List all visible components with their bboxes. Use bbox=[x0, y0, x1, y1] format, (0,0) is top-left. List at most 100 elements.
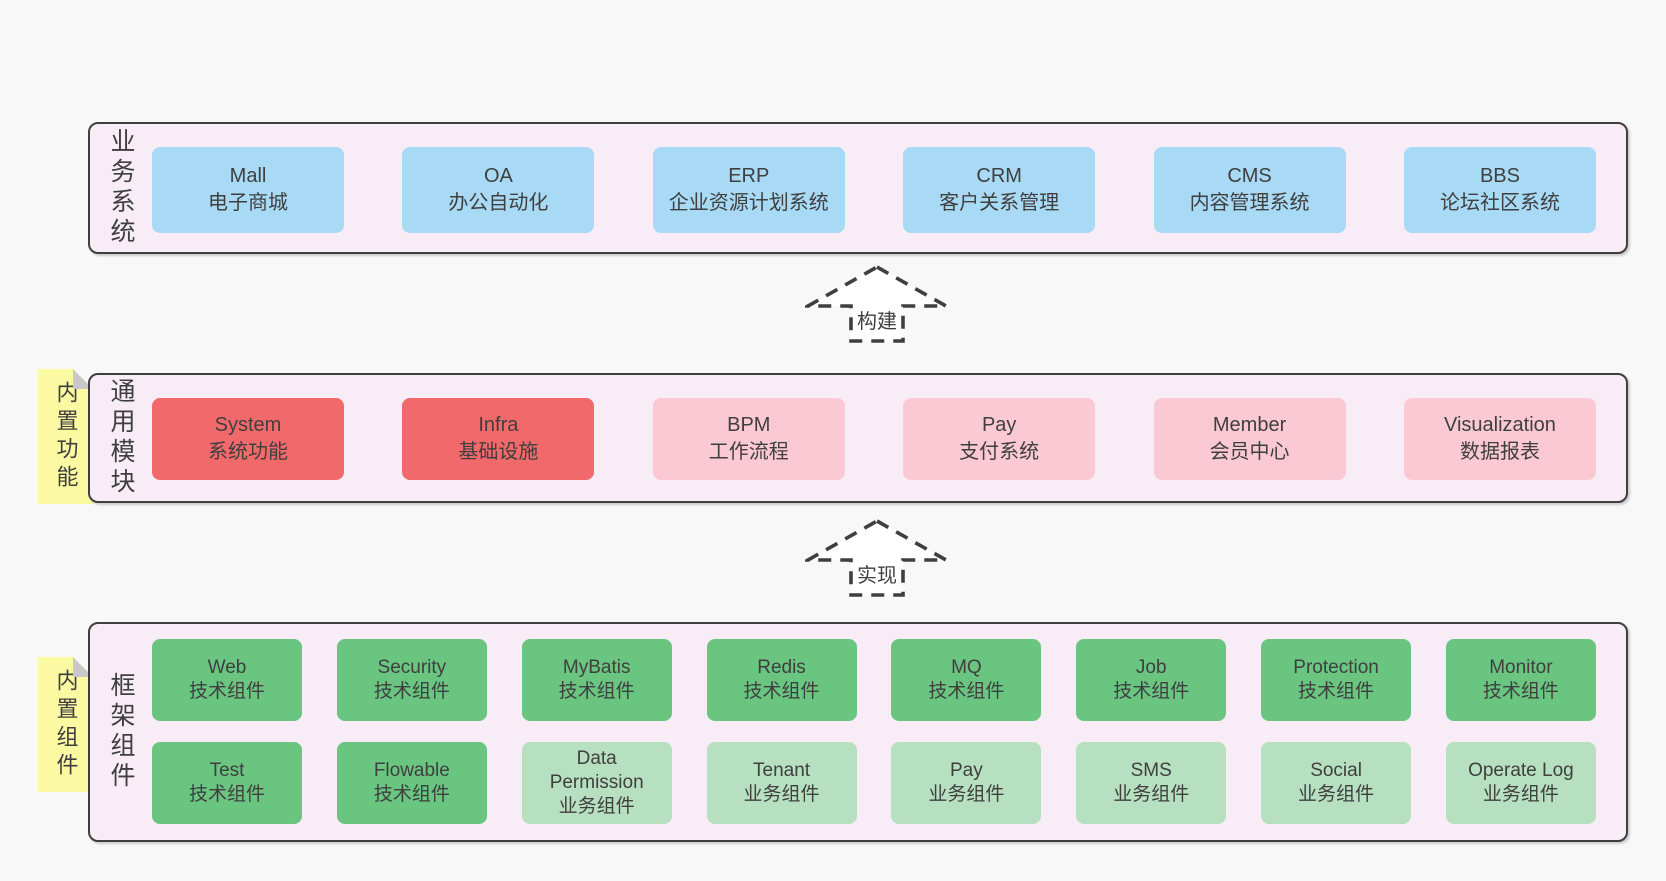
box-title: OA bbox=[483, 165, 513, 187]
box-test: Test 技术组件 bbox=[152, 742, 302, 824]
components-row-1: Web 技术组件 Security 技术组件 MyBatis 技术组件 Redi… bbox=[152, 639, 1596, 721]
box-title: Redis bbox=[757, 657, 806, 678]
box-protection: Protection 技术组件 bbox=[1261, 639, 1412, 721]
components-row-2: Test 技术组件 Flowable 技术组件 Data Permission … bbox=[152, 742, 1596, 824]
box-title: CMS bbox=[1227, 165, 1272, 187]
box-subtitle: 客户关系管理 bbox=[939, 192, 1060, 214]
box-member: Member 会员中心 bbox=[1153, 398, 1346, 480]
box-system: System 系统功能 bbox=[152, 398, 344, 480]
box-mall: Mall 电子商城 bbox=[152, 147, 344, 233]
box-title: Mall bbox=[229, 165, 267, 187]
box-flowable: Flowable 技术组件 bbox=[336, 742, 487, 824]
box-operate-log: Operate Log 业务组件 bbox=[1445, 742, 1596, 824]
box-title: Member bbox=[1212, 414, 1287, 436]
box-subtitle: 业务组件 bbox=[928, 784, 1005, 805]
box-title: Monitor bbox=[1489, 657, 1553, 678]
box-bpm: BPM 工作流程 bbox=[652, 398, 845, 480]
box-cms: CMS 内容管理系统 bbox=[1153, 147, 1346, 233]
sticky-label: 内置功能 bbox=[53, 380, 79, 493]
implement-arrow: 实现 bbox=[805, 518, 949, 598]
up-arrow-icon bbox=[805, 264, 949, 343]
build-arrow: 构建 bbox=[805, 264, 949, 344]
box-security: Security 技术组件 bbox=[336, 639, 487, 721]
box-subtitle: 技术组件 bbox=[743, 681, 820, 702]
box-title: Security bbox=[377, 657, 447, 678]
box-subtitle: 技术组件 bbox=[373, 681, 450, 702]
box-pay-component: Pay 业务组件 bbox=[891, 742, 1042, 824]
box-subtitle: 技术组件 bbox=[928, 681, 1005, 702]
box-redis: Redis 技术组件 bbox=[706, 639, 857, 721]
box-subtitle: 数据报表 bbox=[1459, 441, 1540, 463]
box-sms: SMS 业务组件 bbox=[1076, 742, 1227, 824]
panel-label: 业务系统 bbox=[107, 128, 135, 248]
box-subtitle: 系统功能 bbox=[208, 441, 288, 463]
box-subtitle: 技术组件 bbox=[558, 681, 635, 702]
box-subtitle: 技术组件 bbox=[188, 784, 265, 805]
box-title: Pay bbox=[981, 414, 1017, 436]
box-subtitle: 支付系统 bbox=[959, 441, 1040, 463]
panel-label: 通用模块 bbox=[107, 378, 135, 498]
box-mq: MQ 技术组件 bbox=[891, 639, 1042, 721]
business-box-row: Mall 电子商城 OA 办公自动化 ERP 企业资源计划系统 CRM 客户关系… bbox=[152, 147, 1596, 233]
box-title: Operate Log bbox=[1468, 760, 1574, 781]
box-title: System bbox=[214, 414, 282, 436]
box-title: MyBatis bbox=[562, 657, 631, 678]
box-subtitle: 技术组件 bbox=[1482, 681, 1559, 702]
arrow-label: 构建 bbox=[854, 305, 900, 334]
sticky-note-built-in-features: 内置功能 bbox=[38, 369, 93, 504]
box-title: Visualization bbox=[1443, 414, 1556, 436]
box-social: Social 业务组件 bbox=[1261, 742, 1412, 824]
box-subtitle: 会员中心 bbox=[1209, 441, 1290, 463]
box-title: BBS bbox=[1479, 165, 1520, 187]
box-title: Tenant bbox=[753, 760, 811, 781]
box-title: Pay bbox=[950, 760, 983, 781]
up-arrow-icon bbox=[805, 518, 949, 597]
box-subtitle: 电子商城 bbox=[208, 192, 288, 214]
box-subtitle: 业务组件 bbox=[743, 784, 820, 805]
box-title: Flowable bbox=[373, 760, 450, 781]
sticky-note-built-in-components: 内置组件 bbox=[38, 657, 93, 792]
box-subtitle: 业务组件 bbox=[558, 796, 635, 817]
box-title: CRM bbox=[976, 165, 1022, 187]
box-title: ERP bbox=[728, 165, 770, 187]
box-infra: Infra 基础设施 bbox=[402, 398, 595, 480]
box-subtitle: 技术组件 bbox=[373, 784, 450, 805]
common-modules-panel: 通用模块 System 系统功能 Infra 基础设施 BPM 工作流程 Pay… bbox=[88, 373, 1628, 503]
box-tenant: Tenant 业务组件 bbox=[706, 742, 857, 824]
box-subtitle: 工作流程 bbox=[708, 441, 789, 463]
box-title: Protection bbox=[1293, 657, 1379, 678]
box-job: Job 技术组件 bbox=[1076, 639, 1227, 721]
box-subtitle: 基础设施 bbox=[458, 441, 539, 463]
box-subtitle: 业务组件 bbox=[1113, 784, 1190, 805]
box-title: Data Permission bbox=[549, 748, 644, 793]
box-pay-module: Pay 支付系统 bbox=[903, 398, 1096, 480]
arrow-label: 实现 bbox=[854, 559, 900, 588]
box-subtitle: 内容管理系统 bbox=[1189, 192, 1310, 214]
framework-components-panel: 框架组件 Web 技术组件 Security 技术组件 MyBatis 技术组件… bbox=[88, 622, 1628, 842]
panel-label: 框架组件 bbox=[107, 672, 135, 792]
modules-box-row: System 系统功能 Infra 基础设施 BPM 工作流程 Pay 支付系统… bbox=[152, 398, 1596, 480]
box-subtitle: 业务组件 bbox=[1298, 784, 1375, 805]
box-subtitle: 技术组件 bbox=[1113, 681, 1190, 702]
box-subtitle: 业务组件 bbox=[1482, 784, 1559, 805]
box-title: Social bbox=[1310, 760, 1362, 781]
box-subtitle: 技术组件 bbox=[1298, 681, 1375, 702]
box-subtitle: 企业资源计划系统 bbox=[668, 192, 829, 214]
box-oa: OA 办公自动化 bbox=[402, 147, 595, 233]
box-web: Web 技术组件 bbox=[152, 639, 302, 721]
box-visualization: Visualization 数据报表 bbox=[1403, 398, 1596, 480]
box-subtitle: 办公自动化 bbox=[448, 192, 549, 214]
box-crm: CRM 客户关系管理 bbox=[903, 147, 1096, 233]
box-title: Infra bbox=[478, 414, 519, 436]
box-bbs: BBS 论坛社区系统 bbox=[1403, 147, 1596, 233]
box-title: Test bbox=[209, 760, 245, 781]
box-data-permission: Data Permission 业务组件 bbox=[521, 742, 672, 824]
box-title: BPM bbox=[727, 414, 771, 436]
box-mybatis: MyBatis 技术组件 bbox=[521, 639, 672, 721]
box-title: Job bbox=[1135, 657, 1167, 678]
business-systems-panel: 业务系统 Mall 电子商城 OA 办公自动化 ERP 企业资源计划系统 CRM… bbox=[88, 122, 1628, 254]
box-title: Web bbox=[207, 657, 247, 678]
sticky-label: 内置组件 bbox=[53, 668, 79, 781]
box-monitor: Monitor 技术组件 bbox=[1445, 639, 1596, 721]
